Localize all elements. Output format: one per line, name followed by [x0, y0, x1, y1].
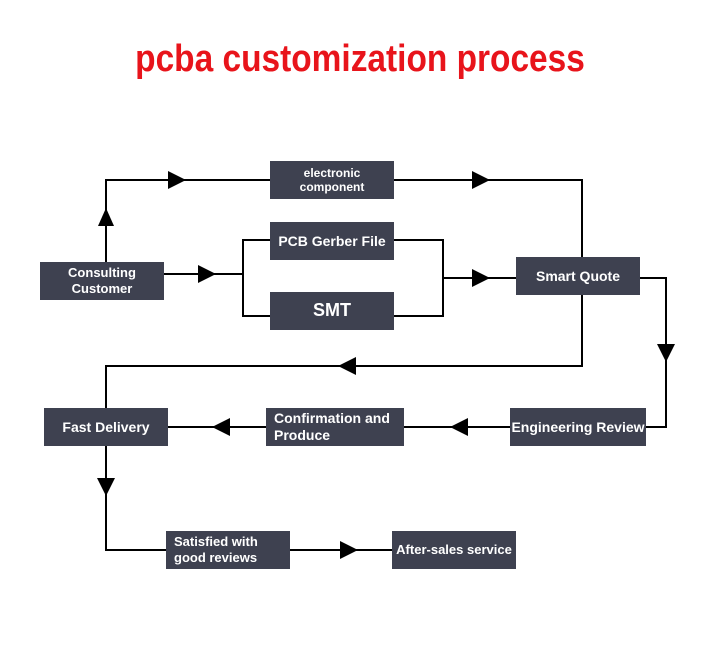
arrow-left-confirm-fast: [212, 418, 230, 436]
connector-merge-bracket: [394, 239, 444, 317]
connector-fast-to-satisfied: [105, 446, 166, 551]
node-engineering-review: Engineering Review: [510, 408, 646, 446]
node-electronic-component: electronic component: [270, 161, 394, 199]
node-consulting-customer: Consulting Customer: [40, 262, 164, 300]
arrow-left-engineering-confirm: [450, 418, 468, 436]
connector-consult-to-electronic: [105, 179, 270, 262]
arrow-right-top-1: [168, 171, 186, 189]
node-after-sales-service: After-sales service: [392, 531, 516, 569]
arrow-down-engineering: [657, 344, 675, 362]
arrow-down-fast: [97, 478, 115, 496]
node-fast-delivery: Fast Delivery: [44, 408, 168, 446]
node-pcb-gerber-file: PCB Gerber File: [270, 222, 394, 260]
arrow-left-mid: [338, 357, 356, 375]
arrow-right-consult-branch: [198, 265, 216, 283]
node-satisfied-line1: Satisfied with: [174, 534, 258, 550]
arrow-right-merge-quote: [472, 269, 490, 287]
node-satisfied-reviews: Satisfied with good reviews: [166, 531, 290, 569]
node-confirmation-line2: Produce: [274, 427, 331, 443]
connector-electronic-to-quote: [394, 179, 583, 257]
node-smt: SMT: [270, 292, 394, 330]
node-confirmation-produce: Confirmation and Produce: [266, 408, 404, 446]
diagram-title: pcba customization process: [135, 38, 585, 80]
arrow-right-satisfied-after: [340, 541, 358, 559]
arrow-up-consult: [98, 208, 114, 226]
node-satisfied-line2: good reviews: [174, 550, 258, 565]
node-confirmation-line1: Confirmation and: [274, 410, 390, 427]
node-smart-quote: Smart Quote: [516, 257, 640, 295]
connector-branch-bracket: [242, 239, 270, 317]
arrow-right-top-2: [472, 171, 490, 189]
